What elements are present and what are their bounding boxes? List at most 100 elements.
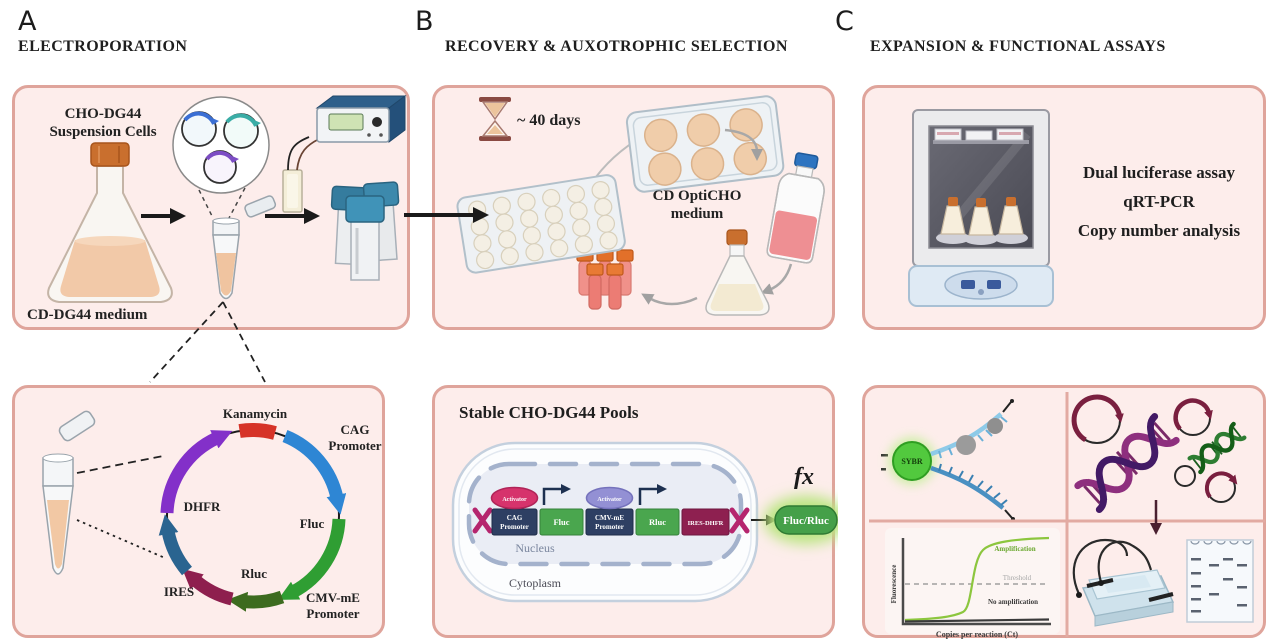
incubator-flasks bbox=[936, 197, 1028, 245]
fx-symbol: fx bbox=[794, 464, 814, 490]
electroporator-icon bbox=[315, 95, 407, 143]
qpcr-no-amplification-line bbox=[904, 618, 1050, 623]
cmv-block-label-line2: Promoter bbox=[595, 523, 624, 531]
rluc-block-label: Rluc bbox=[649, 517, 666, 527]
integrated-construct: CAG Promoter Fluc CMV-mE Promoter Rluc I… bbox=[472, 484, 750, 536]
qpcr-amplification-label: Amplification bbox=[994, 545, 1035, 553]
suspension-cells-label-line1: CHO-DG44 bbox=[65, 106, 142, 122]
dotted-connector-bottom bbox=[76, 519, 166, 559]
panel-c-title: EXPANSION & FUNCTIONAL ASSAYS bbox=[870, 38, 1166, 55]
plasmid-magnifier-icon bbox=[172, 96, 270, 219]
cag-block-label-line2: Promoter bbox=[500, 523, 529, 531]
panel-b-title: RECOVERY & AUXOTROPHIC SELECTION bbox=[445, 38, 788, 55]
panel-c-top-box: Dual luciferase assay qRT-PCR Copy numbe… bbox=[862, 85, 1266, 330]
recovery-illustration: ~ 40 days bbox=[456, 95, 825, 316]
arrow-flask-to-vials bbox=[641, 293, 698, 306]
cag-block-label-line1: CAG bbox=[507, 514, 523, 522]
kanamycin-label: Kanamycin bbox=[223, 406, 288, 421]
hourglass-icon bbox=[479, 97, 511, 141]
dashed-magnification-lines bbox=[149, 301, 266, 383]
cd-dg44-medium-label: CD-DG44 medium bbox=[27, 307, 148, 323]
small-flask-icon bbox=[705, 229, 770, 316]
fluc-block-label: Fluc bbox=[553, 517, 569, 527]
ires-arrow bbox=[158, 514, 193, 576]
sybr-qpcr-chemistry: SYBR bbox=[881, 399, 1015, 521]
activator-oval-1 bbox=[490, 486, 539, 510]
rluc-label: Rluc bbox=[241, 566, 267, 581]
transcription-arrow-fluc bbox=[542, 484, 571, 505]
cuvettes-icon bbox=[330, 181, 400, 281]
electroporation-illustration: CHO-DG44 Suspension Cells CD-DG44 medium bbox=[27, 95, 407, 323]
media-bottle-icon bbox=[766, 152, 825, 264]
arrow-bottle-to-flask bbox=[760, 263, 793, 295]
qpcr-threshold-label: Threshold bbox=[1003, 574, 1032, 582]
ires-dhfr-block bbox=[681, 508, 730, 536]
opticho-medium-label-line1: CD OptiCHO bbox=[653, 188, 742, 204]
ires-label: IRES bbox=[164, 584, 194, 599]
recombination-site-right-icon bbox=[729, 507, 750, 534]
transcription-arrow-rluc bbox=[638, 484, 667, 505]
panel-b-letter: B bbox=[415, 6, 434, 37]
dna-and-plasmids bbox=[1071, 394, 1247, 514]
assay-item-dual-luciferase: Dual luciferase assay bbox=[1083, 163, 1236, 182]
suspension-cells-label-line2: Suspension Cells bbox=[49, 124, 156, 140]
electroporation-cuvette-icon bbox=[282, 136, 320, 213]
incubator-icon bbox=[908, 109, 1054, 307]
panel-c-bottom-box: SYBR bbox=[862, 385, 1266, 639]
stable-pools-illustration: Stable CHO-DG44 Pools CAG Promoter Fluc … bbox=[451, 403, 838, 603]
dhfr-label: DHFR bbox=[184, 499, 221, 514]
arrow-plate-to-bottle bbox=[724, 128, 763, 161]
primer-dash-1 bbox=[881, 454, 888, 457]
sybr-dye-icon bbox=[892, 441, 932, 481]
panel-a-bottom-box: Kanamycin CAG Promoter Fluc CMV-mE Promo… bbox=[12, 385, 385, 638]
polymerase-icon-2 bbox=[987, 418, 1003, 434]
gel-tank-icon bbox=[1072, 538, 1175, 627]
cmv-block-label-line1: CMV-mE bbox=[595, 514, 624, 522]
qpcr-plot: Fluorescence Amplification Threshold No … bbox=[885, 528, 1060, 639]
cmv-label-line1: CMV-mE bbox=[306, 590, 360, 605]
six-well-plate-icon bbox=[625, 95, 785, 193]
duration-label: ~ 40 days bbox=[517, 112, 580, 129]
gel-electrophoresis bbox=[1072, 538, 1254, 627]
recombination-site-left-icon bbox=[472, 507, 493, 534]
cmv-me-promoter-block bbox=[585, 508, 634, 536]
twentyfour-well-plate-icon bbox=[456, 174, 626, 274]
cag-label-line2: Promoter bbox=[328, 438, 381, 453]
nucleus-label: Nucleus bbox=[515, 541, 555, 555]
fluc-block bbox=[539, 508, 584, 536]
cag-promoter-block bbox=[491, 508, 538, 536]
stable-pools-title: Stable CHO-DG44 Pools bbox=[459, 403, 639, 422]
kanamycin-block bbox=[238, 423, 277, 440]
activator-oval-1-label: Activator bbox=[502, 497, 527, 503]
functional-assays-illustration: SYBR bbox=[869, 392, 1265, 639]
plasmid-circle-3 bbox=[1174, 465, 1196, 487]
assay-item-copy-number: Copy number analysis bbox=[1078, 221, 1241, 240]
plasmid-map bbox=[158, 423, 347, 612]
qpcr-xlabel: Copies per reaction (Ct) bbox=[936, 630, 1018, 639]
panel-a-top-box: CHO-DG44 Suspension Cells CD-DG44 medium bbox=[12, 85, 410, 330]
activator-oval-2-label: Activator bbox=[597, 497, 622, 503]
green-dna-helix-icon bbox=[1187, 421, 1247, 475]
polymerase-icon-1 bbox=[956, 435, 976, 455]
open-microtube-icon bbox=[42, 410, 96, 575]
qpcr-ylabel: Fluorescence bbox=[890, 565, 898, 604]
dhfr-arrow bbox=[160, 430, 233, 514]
primer-dash-2 bbox=[881, 468, 886, 471]
panel-b-top-box: ~ 40 days bbox=[432, 85, 835, 330]
cag-label-line1: CAG bbox=[341, 422, 370, 437]
cag-promoter-arrow bbox=[282, 429, 347, 515]
qpcr-amplification-curve bbox=[904, 536, 1050, 622]
qpcr-no-amplification-label: No amplification bbox=[988, 598, 1038, 606]
cmv-me-promoter-arrow bbox=[227, 590, 285, 612]
sybr-label: SYBR bbox=[901, 457, 923, 466]
cryovials-icon bbox=[576, 249, 634, 310]
cmv-label-line2: Promoter bbox=[306, 606, 359, 621]
purple-dna-helix-icon bbox=[1074, 412, 1180, 514]
erlenmeyer-flask-icon bbox=[47, 142, 173, 303]
rluc-arrow bbox=[182, 568, 234, 606]
cytoplasm-label: Cytoplasm bbox=[509, 576, 562, 590]
rluc-block bbox=[635, 508, 680, 536]
fluc-arrow bbox=[277, 518, 346, 600]
panel-b-bottom-box: Stable CHO-DG44 Pools CAG Promoter Fluc … bbox=[432, 385, 838, 638]
